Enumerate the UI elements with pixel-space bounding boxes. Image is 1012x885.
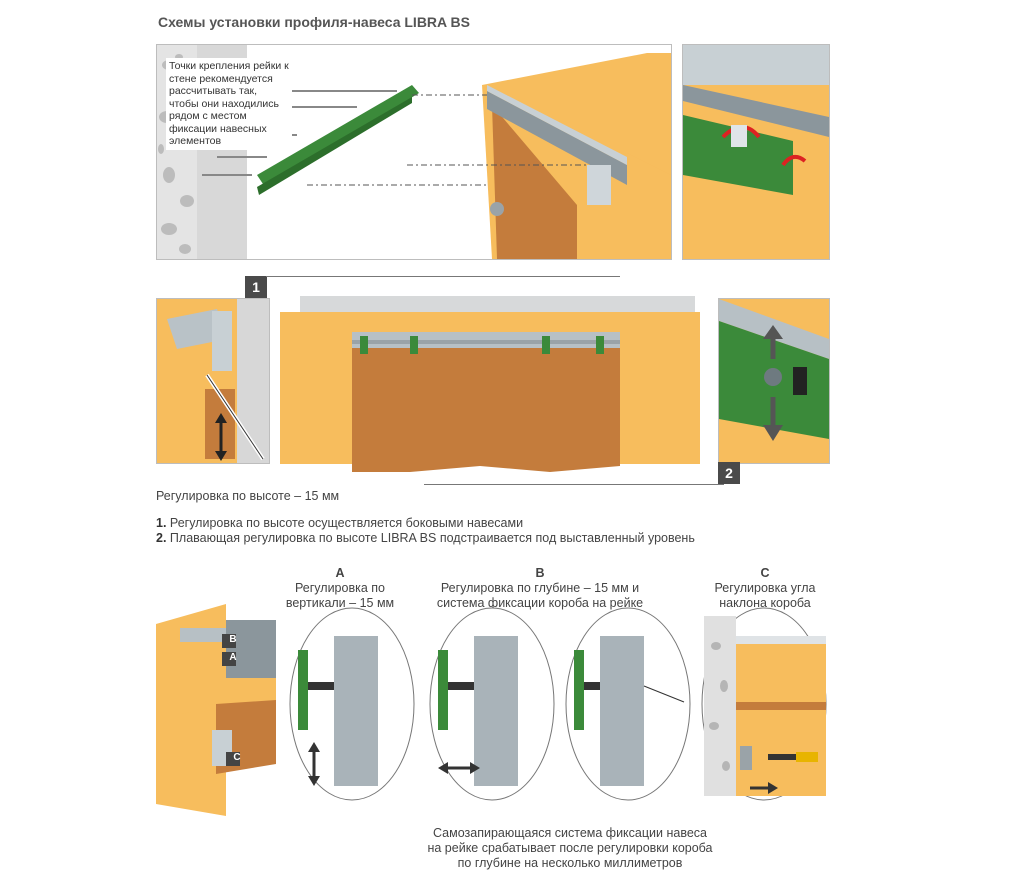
oval-detail-a	[288, 606, 416, 802]
section-b-header: B Регулировка по глубине – 15 мм и систе…	[420, 566, 660, 611]
note-2-text: Плавающая регулировка по высоте LIBRA BS…	[166, 531, 695, 545]
panel-floating-adjust	[718, 298, 830, 464]
cabinet-overview-illustration	[156, 604, 276, 816]
height-adjust-caption: Регулировка по высоте – 15 мм	[156, 489, 340, 503]
panel-front-view	[280, 296, 700, 474]
page-title: Схемы установки профиля-навеса LIBRA BS	[158, 14, 470, 30]
mounting-callout: Точки крепления рейки к стене рекомендуе…	[166, 58, 292, 150]
section-c-letter: C	[760, 566, 770, 580]
panel-side-hanger	[156, 298, 270, 464]
section-a-letter: A	[335, 566, 345, 580]
cabinet-overview: B A C	[156, 604, 284, 816]
panel-wall-mounting	[156, 44, 672, 260]
oval-detail-b2	[564, 606, 692, 802]
note-1-number: 1.	[156, 516, 167, 530]
note-1: 1. Регулировка по высоте осуществляется …	[156, 516, 523, 531]
oval-b2-illustration	[565, 607, 691, 801]
note-1-text: Регулировка по высоте осуществляется бок…	[166, 516, 524, 530]
oval-c-illustration	[701, 607, 827, 801]
front-view-illustration	[280, 296, 700, 472]
oval-b1-illustration	[429, 607, 555, 801]
label-b: B	[229, 634, 237, 645]
footer-line3: по глубине на несколько миллиметров	[457, 856, 683, 870]
section-a-line1: Регулировка по	[295, 581, 385, 595]
footer-line2: на рейке срабатывает после регулировки к…	[427, 841, 713, 855]
badge-two: 2	[718, 462, 740, 484]
label-c: C	[233, 752, 241, 763]
section-c-line1: Регулировка угла	[714, 581, 816, 595]
panel-rail-detail	[682, 44, 830, 260]
section-a-line2: вертикали – 15 мм	[285, 596, 395, 610]
rail-detail-illustration	[683, 45, 829, 195]
note-2: 2. Плавающая регулировка по высоте LIBRA…	[156, 531, 695, 546]
oval-detail-c	[700, 606, 828, 802]
section-b-line1: Регулировка по глубине – 15 мм и	[440, 581, 640, 595]
footer-line1: Самозапирающаяся система фиксации навеса	[433, 826, 707, 840]
section-c-line2: наклона короба	[719, 596, 811, 610]
floating-adjust-illustration	[719, 299, 829, 441]
section-c-header: C Регулировка угла наклона короба	[700, 566, 830, 611]
locking-footer: Самозапирающаяся система фиксации навеса…	[420, 826, 720, 871]
badge-one: 1	[245, 276, 267, 298]
oval-detail-b1	[428, 606, 556, 802]
section-b-line2: система фиксации короба на рейке	[436, 596, 644, 610]
section-a-header: A Регулировка по вертикали – 15 мм	[270, 566, 410, 611]
side-hanger-illustration	[167, 299, 269, 463]
label-a: A	[229, 652, 237, 663]
oval-a-illustration	[289, 607, 415, 801]
connector-line-2	[424, 484, 724, 485]
section-b-letter: B	[535, 566, 545, 580]
connector-line-1	[266, 276, 620, 277]
note-2-number: 2.	[156, 531, 167, 545]
